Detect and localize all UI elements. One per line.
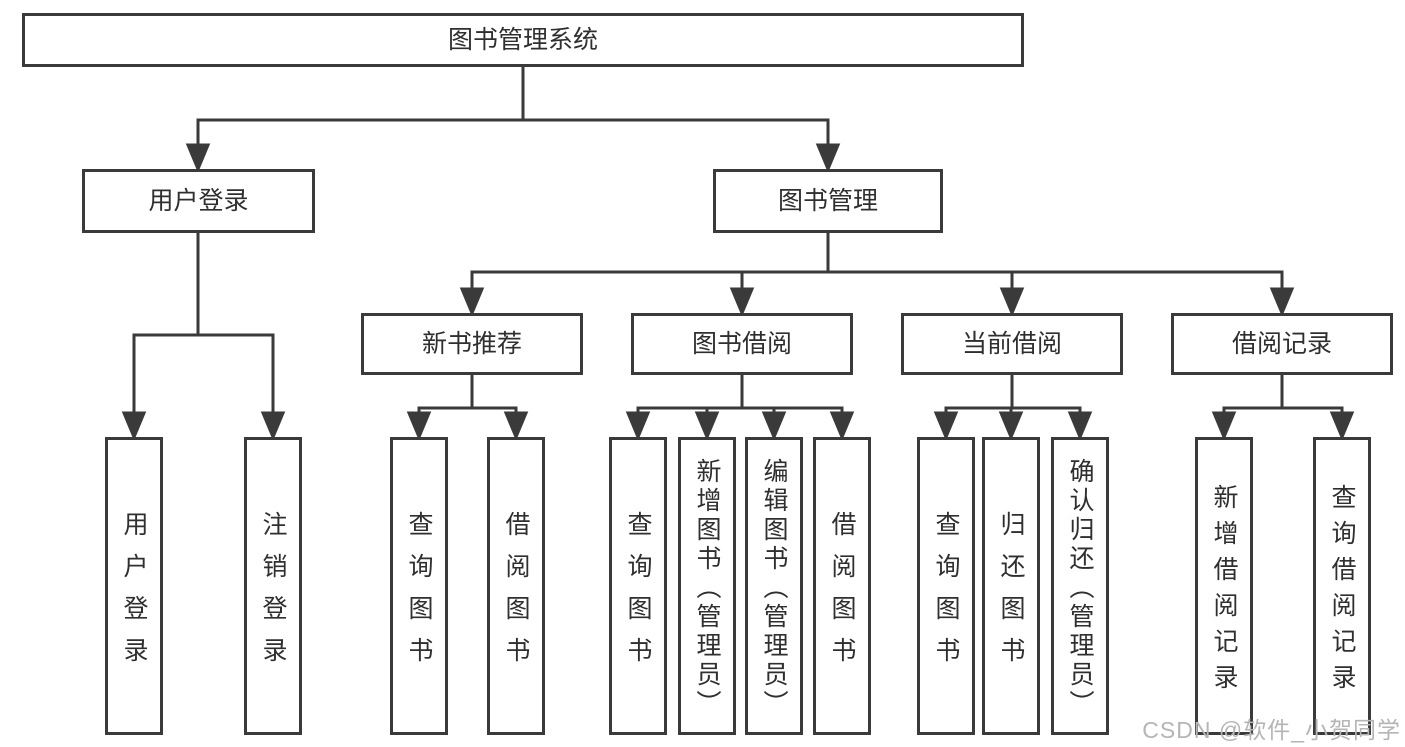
connector-root-to-level2 (185, 65, 841, 173)
node-book-borrow: 图书借阅 (631, 313, 853, 375)
node-leaf-borrow-book-1: 借阅图书 (487, 437, 545, 735)
node-root: 图书管理系统 (22, 13, 1024, 67)
node-new-book-rec: 新书推荐 (361, 313, 583, 375)
node-leaf-user-login: 用户登录 (105, 437, 163, 735)
node-leaf-query-book-2: 查询图书 (609, 437, 667, 735)
node-leaf-edit-book: 编辑图书（管理员） (745, 437, 803, 735)
node-leaf-query-book-3: 查询图书 (917, 437, 975, 735)
node-leaf-logout: 注销登录 (244, 437, 302, 735)
node-borrow-records: 借阅记录 (1171, 313, 1393, 375)
connector-book-mgmt-to-level3 (459, 232, 1295, 317)
connector-borrow-records-children (1211, 375, 1355, 441)
connector-current-borrow-children (933, 375, 1093, 441)
node-current-borrow: 当前借阅 (901, 313, 1123, 375)
node-user-login: 用户登录 (82, 169, 315, 233)
node-leaf-query-record: 查询借阅记录 (1313, 437, 1371, 735)
node-leaf-borrow-book-2: 借阅图书 (813, 437, 871, 735)
node-leaf-query-book-1: 查询图书 (390, 437, 448, 735)
node-book-mgmt: 图书管理 (713, 169, 943, 233)
node-leaf-confirm-return: 确认归还（管理员） (1051, 437, 1109, 735)
connector-book-borrow-children (625, 375, 855, 441)
node-leaf-add-book: 新增图书（管理员） (678, 437, 736, 735)
node-leaf-add-record: 新增借阅记录 (1195, 437, 1253, 735)
csdn-watermark: CSDN @软件_小贺同学 (1142, 717, 1401, 743)
connector-user-login-children (121, 233, 286, 441)
connector-new-book-rec-children (406, 375, 529, 441)
node-leaf-return-book: 归还图书 (982, 437, 1040, 735)
